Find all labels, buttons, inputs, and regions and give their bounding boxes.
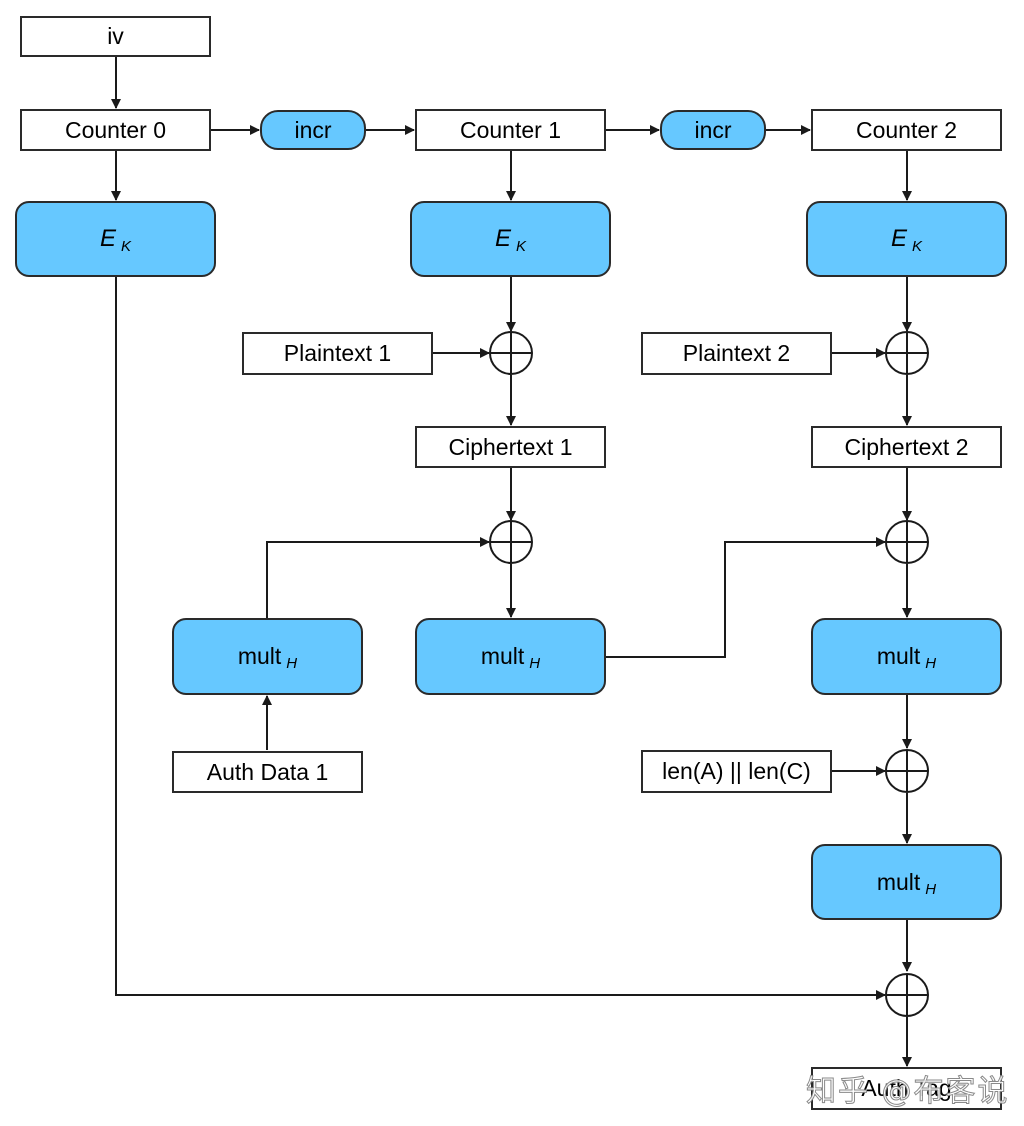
plaintext-2-box: Plaintext 2 (641, 332, 832, 375)
mult-key-subscript: H (286, 655, 298, 672)
xor-symbol-2 (885, 331, 929, 375)
mult-label: mult (876, 868, 921, 895)
encrypt-label: E (890, 225, 907, 252)
iv-box: iv (20, 16, 211, 57)
arrow-multa-xor3 (266, 537, 490, 618)
watermark: 知乎 @布客说 (806, 1074, 1010, 1110)
mult-key-subscript: H (925, 655, 937, 672)
xor-symbol-4 (885, 520, 929, 564)
encrypt-label: E (494, 225, 511, 252)
xor-symbol-1 (489, 331, 533, 375)
auth-data-1-box: Auth Data 1 (172, 751, 363, 793)
encrypt-key-subscript: K (516, 237, 527, 255)
encrypt-key-subscript: K (912, 237, 923, 255)
length-block-box: len(A) || len(C) (641, 750, 832, 793)
counter-2-box: Counter 2 (811, 109, 1002, 151)
arrow-mult1-xor4 (606, 537, 886, 658)
incr-block-2: incr (660, 110, 766, 150)
counter-0-box: Counter 0 (20, 109, 211, 151)
ciphertext-2-box: Ciphertext 2 (811, 426, 1002, 468)
xor-symbol-6 (885, 973, 929, 1017)
ciphertext-1-box: Ciphertext 1 (415, 426, 606, 468)
mult-label: mult (237, 643, 282, 669)
mult-label: mult (480, 643, 525, 669)
encrypt-key-subscript: K (121, 237, 132, 255)
mult-key-subscript: H (529, 655, 541, 672)
incr-block-1: incr (260, 110, 366, 150)
encrypt-label: E (99, 225, 116, 252)
xor-symbol-5 (885, 749, 929, 793)
mult-label: mult (876, 643, 921, 669)
auth-tag-box: Auth Tag (811, 1067, 1002, 1110)
arrow-ek0-xor6 (115, 277, 886, 1000)
plaintext-1-box: Plaintext 1 (242, 332, 433, 375)
mult-key-subscript: H (925, 880, 937, 898)
xor-symbol-3 (489, 520, 533, 564)
counter-1-box: Counter 1 (415, 109, 606, 151)
